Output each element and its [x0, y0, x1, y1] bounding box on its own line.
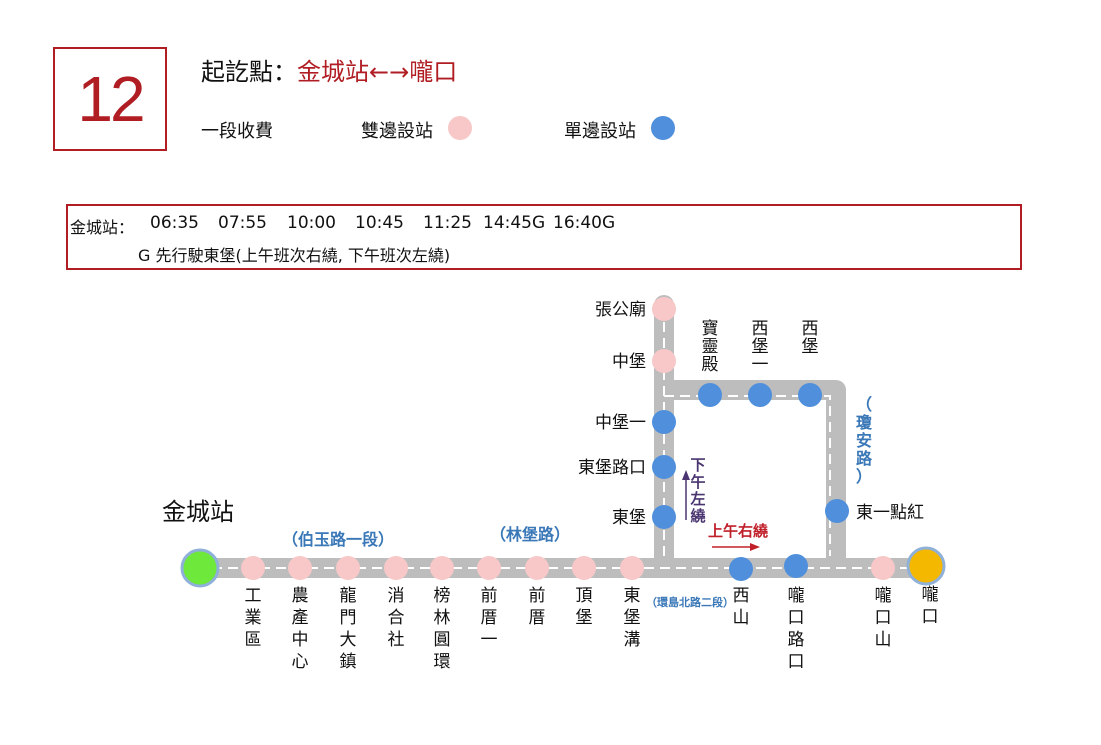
- road-label-linpu: （林堡路）: [490, 525, 570, 544]
- stop-dot: [784, 554, 808, 578]
- afternoon-arrow-head: [682, 470, 690, 480]
- stop-label: 東一點紅: [856, 503, 924, 523]
- route-number: 12: [77, 63, 145, 135]
- road-label-qiongan: （瓊安路）: [856, 395, 873, 486]
- stop-label: 西堡: [802, 319, 819, 357]
- legend-both-sides-dot: [448, 116, 472, 140]
- stop-dot: [572, 556, 596, 580]
- morning-arrow-head: [750, 543, 760, 551]
- stop-dot: [430, 556, 454, 580]
- stop-label: 榜林圓環: [434, 586, 451, 672]
- stop-dot: [729, 557, 753, 581]
- stop-label: 嚨口山: [875, 586, 892, 650]
- schedule-time: 06:35: [150, 213, 199, 233]
- stop-dot: [652, 410, 676, 434]
- stop-dot: [652, 349, 676, 373]
- top-stops: 寶靈殿 西堡一 西堡: [698, 318, 822, 407]
- stop-dot: [384, 556, 408, 580]
- right-stops: 東一點紅: [825, 499, 924, 523]
- stop-label: 頂堡: [576, 586, 593, 628]
- stop-dot: [748, 383, 772, 407]
- stop-dot: [652, 505, 676, 529]
- schedule-time: 10:45: [355, 213, 404, 233]
- legend-one-side-dot: [651, 116, 675, 140]
- stop-label: 嚨口路口: [788, 586, 805, 672]
- terminus-line: 起訖點：金城站←→嚨口: [201, 52, 457, 87]
- stop-label: 中堡一: [595, 413, 646, 433]
- start-terminal-label: 金城站: [162, 498, 234, 526]
- afternoon-direction: 下午左繞: [689, 456, 705, 525]
- schedule-time: 07:55: [218, 213, 267, 233]
- stop-label: 農產中心: [292, 586, 309, 672]
- legend-one-side: 單邊設站: [564, 121, 636, 142]
- stop-label: 消合社: [388, 586, 405, 650]
- schedule-time: 11:25: [423, 213, 472, 233]
- stop-dot: [477, 556, 501, 580]
- stop-dot: [336, 556, 360, 580]
- stop-dot: [825, 499, 849, 523]
- start-terminal-dot: [180, 548, 220, 588]
- schedule-time: 16:40G: [553, 213, 616, 233]
- legend-both-sides: 雙邊設站: [361, 121, 433, 142]
- stop-dot: [871, 556, 895, 580]
- road-label-qiongan-text: （瓊安路）: [856, 395, 873, 486]
- stop-label: 前厝: [529, 586, 546, 628]
- stop-label: 龍門大鎮: [340, 586, 357, 672]
- schedule-time: 10:00: [287, 213, 336, 233]
- morning-direction: 上午右繞: [708, 522, 768, 540]
- stop-label: 西堡一: [752, 319, 769, 375]
- stop-label: 東堡路口: [578, 458, 646, 478]
- stop-dot: [652, 297, 676, 321]
- stop-dot: [798, 383, 822, 407]
- schedule-box: 金城站： 06:35 07:55 10:00 10:45 11:25 14:45…: [66, 204, 1022, 270]
- end-terminal-dot: [906, 546, 946, 586]
- road-label-huandao: （環島北路二段）: [646, 595, 734, 609]
- stop-label: 寶靈殿: [702, 318, 719, 375]
- stop-label: 工業區: [245, 586, 262, 650]
- schedule-station: 金城站：: [70, 218, 135, 237]
- stop-label: 中堡: [612, 352, 646, 372]
- stop-label: 東堡: [612, 508, 646, 528]
- stop-dot: [525, 556, 549, 580]
- road-label-boyu: （伯玉路一段）: [282, 530, 394, 549]
- stop-label: 張公廟: [595, 300, 646, 320]
- stop-dot: [652, 455, 676, 479]
- schedule-time: 14:45G: [483, 213, 546, 233]
- stop-dot: [620, 556, 644, 580]
- stop-label: 前厝一: [481, 586, 498, 650]
- stop-label: 西山: [733, 586, 750, 628]
- afternoon-direction-text: 下午左繞: [689, 456, 705, 525]
- route-number-box: 12: [53, 47, 167, 151]
- terminus-route: 金城站←→嚨口: [297, 58, 458, 86]
- stop-dot: [241, 556, 265, 580]
- terminus-label: 起訖點：: [201, 58, 297, 86]
- stop-dot: [698, 383, 722, 407]
- schedule-note: G 先行駛東堡(上午班次右繞, 下午班次左繞): [138, 246, 451, 265]
- stop-dot: [288, 556, 312, 580]
- stop-label: 東堡溝: [624, 586, 641, 650]
- legend-fare: 一段收費: [201, 121, 273, 142]
- stop-label: 嚨口: [922, 585, 939, 627]
